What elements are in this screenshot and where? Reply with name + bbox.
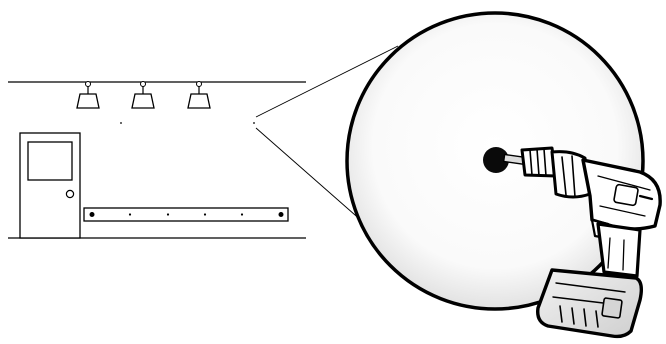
door-window [28,142,72,180]
wall-dot [120,122,122,124]
drill-battery [538,270,642,336]
rail-screw [90,212,95,217]
rail-screw [129,213,131,215]
door-handle [66,190,73,197]
wall-rail [84,208,288,221]
ceiling-light-3 [188,82,210,109]
drill-point-dot [253,122,255,124]
door [20,133,80,238]
drill-handle [598,224,640,276]
rail-screw [204,213,206,215]
rail-screw [279,212,284,217]
ceiling-light-2 [132,82,154,109]
rail-screw [241,213,243,215]
ceiling-light-1 [77,82,99,109]
rail-screw [167,213,169,215]
